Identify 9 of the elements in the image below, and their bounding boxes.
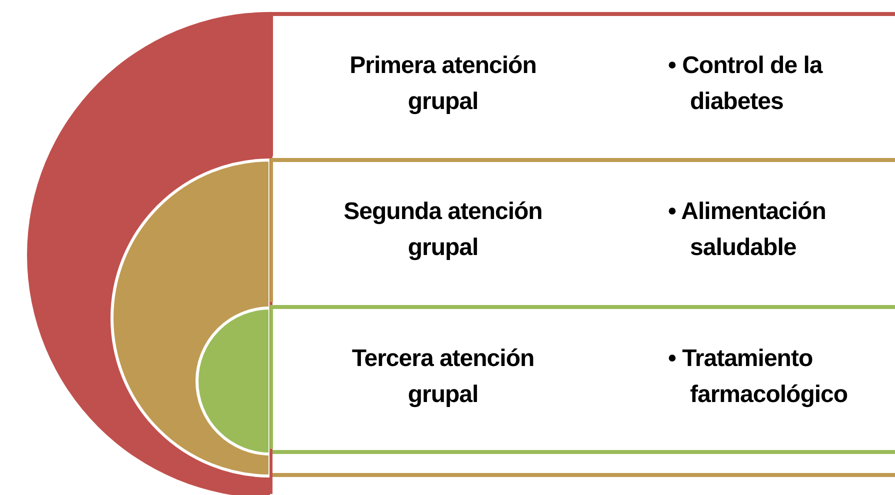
session-title: Tercera atención grupal: [350, 344, 536, 410]
row-band: [270, 12, 895, 156]
bullet-item: • Tratamiento farmacológico: [668, 344, 849, 410]
row-band: [270, 158, 895, 302]
bullet-item: • Control de la diabetes: [668, 51, 824, 117]
session-title: Segunda atención grupal: [342, 197, 544, 263]
row-band: [270, 305, 895, 449]
session-title: Primera atención grupal: [348, 51, 538, 117]
bullet-item: • Alimentación saludable: [668, 197, 827, 263]
